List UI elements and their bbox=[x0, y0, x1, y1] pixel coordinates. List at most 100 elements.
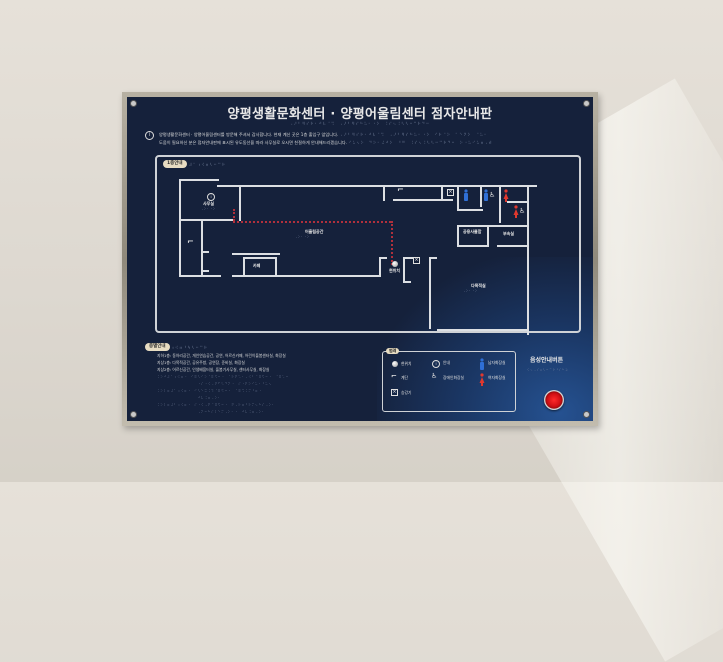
wall bbox=[232, 275, 380, 277]
info-icon: i bbox=[207, 193, 215, 201]
male-restroom-icon bbox=[480, 358, 484, 370]
wall bbox=[457, 209, 483, 211]
wall bbox=[383, 185, 385, 201]
wall bbox=[201, 270, 209, 272]
guide-route bbox=[233, 221, 391, 223]
braille-row: ⠀⠀⠀⠀⠀⠀⠀⠀⠀⠀⠀⠀⠐⠎⠐⠪⠠⠟⠋⠣⠙⠝⠐⠀⠎⠐⠟⠕⠊⠥⠂⠘⠥⠢ bbox=[157, 382, 273, 386]
voice-guide-label: 음성안내버튼 bbox=[530, 357, 564, 364]
current-location-icon bbox=[392, 261, 398, 267]
braille-guide-board: 양평생활문화센터 · 양평어울림센터 점자안내판 ⠠⠜⠃⠻⠎⠗⠂⠚⠧⠈⠩⠀⠠⠜⠃… bbox=[127, 97, 593, 421]
title-braille: ⠠⠜⠃⠻⠎⠗⠂⠚⠧⠈⠩⠀⠠⠜⠃⠻⠎⠓⠥⠂⠐⠕⠀⠨⠎⠢⠨⠣⠣⠒⠉⠗⠙⠒ bbox=[289, 121, 431, 126]
female-restroom-icon bbox=[479, 373, 485, 386]
wall bbox=[497, 245, 529, 247]
room-hall: 어울림공간 bbox=[305, 229, 324, 234]
braille-row: ⠨⠕⠇⠶⠼⠃⠰⠪⠶⠐⠀⠎⠐⠪⠠⠟⠈⠿⠫⠒⠐⠀⠟⠠⠗⠶⠘⠗⠍⠢⠓⠎⠠⠕⠂ bbox=[157, 403, 276, 407]
wall bbox=[457, 225, 459, 247]
room-office: 사무실 bbox=[203, 201, 215, 206]
wall bbox=[201, 221, 203, 277]
room-braille: ⠠⠕⠂⠐⠕ bbox=[295, 235, 310, 239]
legend-elevator: 승강기 bbox=[401, 390, 412, 395]
wall bbox=[379, 257, 381, 277]
female-restroom-icon bbox=[503, 189, 509, 202]
info-icon: i bbox=[432, 360, 440, 368]
male-restroom-icon bbox=[464, 189, 468, 201]
wall bbox=[457, 185, 459, 211]
wall bbox=[441, 185, 443, 201]
wall bbox=[403, 257, 405, 283]
guide-route bbox=[233, 209, 235, 221]
braille-row: ⠨⠕⠚⠼⠁⠰⠪⠶⠐⠀⠊⠿⠣⠊⠕⠈⠿⠫⠒⠐⠀⠈⠗⠟⠡⠂⠠⠪⠃⠈⠿⠫⠒⠐⠀⠈⠿⠡⠒ bbox=[157, 375, 289, 379]
intro-line-2: 도움이 필요하신 분은 점자안내판에 표시된 유도동선을 따라 사무실로 오시면… bbox=[159, 140, 348, 145]
room-annex: 부속실 bbox=[503, 231, 515, 236]
wall bbox=[232, 253, 280, 255]
wall bbox=[243, 257, 245, 275]
wall bbox=[179, 275, 221, 277]
wall bbox=[179, 179, 181, 277]
wheelchair-icon: ♿ bbox=[431, 372, 438, 380]
elevator-icon: × bbox=[447, 189, 454, 196]
legend-info: 안내 bbox=[443, 360, 450, 365]
current-location-icon bbox=[392, 361, 398, 367]
legend-stairs: 계단 bbox=[401, 375, 408, 380]
wall bbox=[379, 257, 387, 259]
screw-icon bbox=[130, 100, 137, 107]
wall bbox=[403, 257, 413, 259]
room-braille: ⠠⠕⠂⠐⠕ bbox=[463, 289, 478, 293]
braille-row: ⠨⠕⠇⠶⠼⠁⠰⠪⠶⠐⠀⠊⠣⠑⠭⠨⠹⠈⠿⠫⠒⠐⠀⠈⠿⠩⠨⠍⠘⠶⠐ bbox=[157, 389, 262, 393]
screw-icon bbox=[583, 100, 590, 107]
elevator-icon: × bbox=[413, 257, 420, 264]
female-restroom-icon bbox=[513, 205, 519, 218]
wall bbox=[217, 185, 537, 187]
intro-braille-1: ⠠⠜⠃⠻⠎⠗⠂⠚⠧⠈⠩⠀⠠⠜⠃⠻⠎⠓⠥⠂⠐⠕⠀⠊⠗⠈⠕⠀⠁⠑⠝⠕⠀⠈⠥⠂ bbox=[339, 132, 489, 137]
wall bbox=[480, 185, 482, 207]
room-current-location: 현위치 bbox=[389, 268, 401, 273]
intro-braille-2: ⠊⠥⠢⠕⠀⠙⠕⠂⠬⠚⠕⠀⠘⠛⠀⠨⠎⠢⠨⠣⠣⠒⠉⠗⠙⠒⠀⠕⠐⠥⠊⠥⠶⠠⠾ bbox=[348, 140, 493, 145]
legend-accessible-restroom: 장애인화장실 bbox=[443, 375, 464, 380]
floor-map-label: 1층안내 bbox=[163, 160, 187, 168]
floor-row-b1: 지하1층: 동아리공간, 개인연습공간, 공연, 어르신카페, 어린이돌봄센터실… bbox=[157, 353, 286, 358]
room-multipurpose: 다목적실 bbox=[471, 283, 486, 288]
floor-map: 1층안내 ⠼⠁⠰⠪⠶⠣⠒⠉⠗ i 사무실 ⠠⠕⠂⠐⠕ ⌐ 어울림공간 ⠠⠕⠂⠐⠕… bbox=[155, 155, 581, 335]
legend-current-location: 현위치 bbox=[401, 361, 412, 366]
floor-row-2f: 지상2층: 어르신공간, 인생배움터실, 돌봄기사무실, 센터사무실, 화장실 bbox=[157, 367, 270, 372]
legend: 범례 현위치 i 안내 남자화장실 ⌐ 계단 ♿ 장애인화장실 여자화장실 × … bbox=[382, 348, 516, 412]
legend-label: 범례 bbox=[386, 348, 400, 354]
screw-icon bbox=[583, 411, 590, 418]
floor-row-1f: 지상1층: 다목적공간, 공유주방, 공연장, 준비실, 화장실 bbox=[157, 360, 245, 365]
wall bbox=[201, 251, 209, 253]
voice-guide-button[interactable] bbox=[544, 390, 564, 410]
male-restroom-icon bbox=[484, 189, 488, 201]
intro-line-1: 양평생활문화센터 · 양평어울림센터를 방문해 주셔서 감사합니다. 현재 계신… bbox=[159, 132, 339, 137]
elevator-icon: × bbox=[391, 389, 398, 396]
room-braille: ⠠⠕⠂⠐⠕ bbox=[201, 207, 216, 211]
wall bbox=[275, 257, 277, 275]
voice-guide-braille: ⠪⠢⠠⠎⠶⠣⠒⠉⠗⠘⠎⠓⠵ bbox=[527, 368, 569, 372]
room-lockers: 공용사물함 bbox=[463, 229, 482, 234]
wall bbox=[457, 225, 529, 227]
wall bbox=[527, 185, 529, 335]
wall bbox=[507, 201, 527, 203]
wall bbox=[429, 257, 431, 329]
wall bbox=[243, 257, 275, 259]
braille-row: ⠀⠀⠀⠀⠀⠀⠀⠀⠀⠀⠀⠀⠠⠝⠒⠓⠎⠇⠑⠍⠠⠕⠂⠐⠀⠚⠧⠨⠶⠠⠕⠂ bbox=[157, 410, 266, 414]
wall bbox=[179, 179, 219, 181]
legend-female-restroom: 여자화장실 bbox=[488, 375, 506, 380]
wall bbox=[437, 329, 529, 331]
stairs-icon: ⌐ bbox=[187, 237, 194, 246]
wall bbox=[179, 219, 235, 221]
floor-map-label-braille: ⠼⠁⠰⠪⠶⠣⠒⠉⠗ bbox=[189, 162, 227, 167]
wall bbox=[393, 199, 453, 201]
wall bbox=[403, 281, 411, 283]
floor-guide-label: 층별안내 bbox=[145, 343, 170, 351]
stairs-icon: ⌐ bbox=[391, 372, 397, 380]
wheelchair-icon: ♿ bbox=[519, 207, 526, 215]
guide-route bbox=[391, 221, 393, 265]
wall bbox=[457, 245, 489, 247]
screw-icon bbox=[130, 411, 137, 418]
wall bbox=[487, 225, 489, 247]
wall bbox=[429, 257, 437, 259]
floor-guide-label-braille: ⠰⠪⠶⠘⠳⠣⠒⠉⠗ bbox=[171, 345, 209, 350]
stairs-icon: ⌐ bbox=[397, 185, 404, 194]
wall bbox=[239, 185, 241, 221]
room-cafe: 카페 bbox=[253, 263, 261, 268]
